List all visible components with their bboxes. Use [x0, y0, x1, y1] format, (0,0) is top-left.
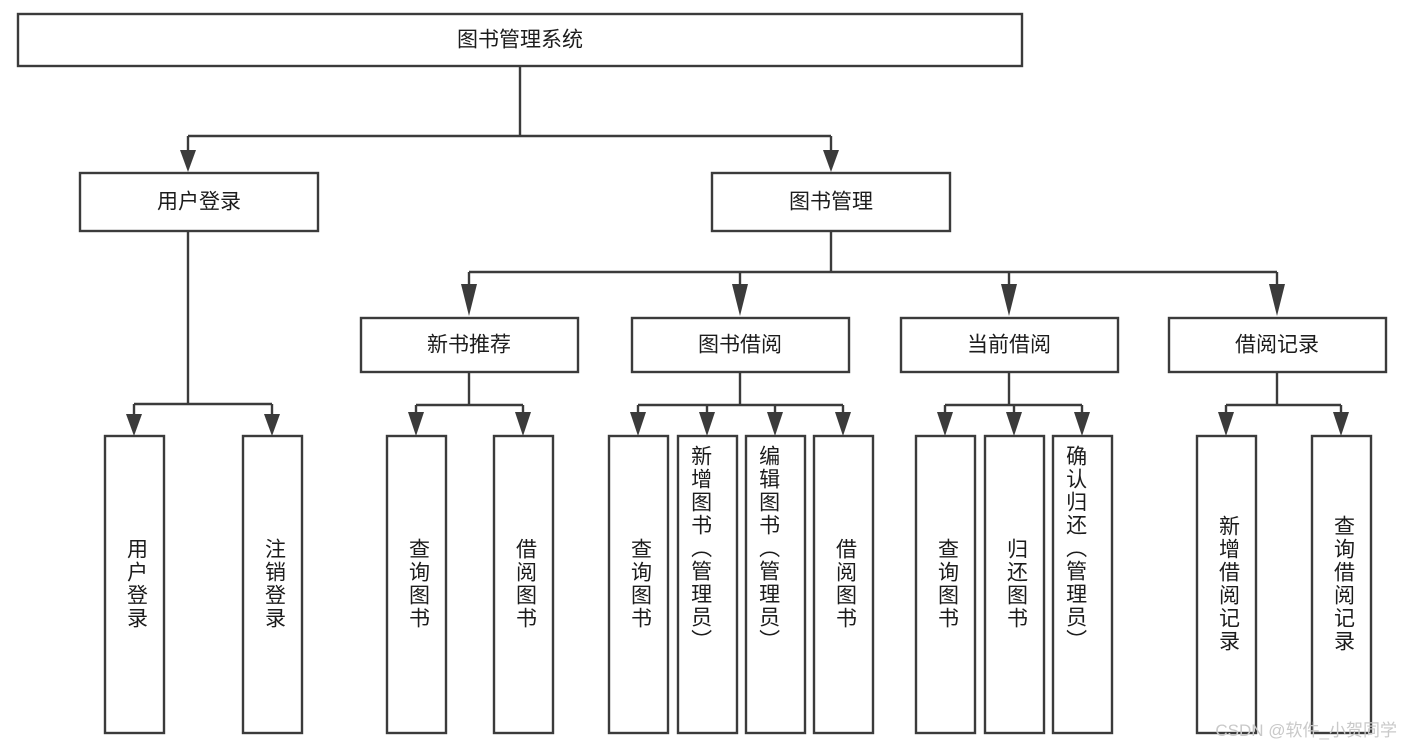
arrow-head-leaf-borrow-edit	[767, 412, 783, 436]
node-new-book-rec[interactable]: 新书推荐	[359, 316, 580, 374]
node-root[interactable]: 图书管理系统	[16, 12, 1024, 68]
node-borrow-record[interactable]: 借阅记录	[1167, 316, 1388, 374]
arrow-head-user-login	[180, 150, 196, 172]
arrow-head-leaf-cur-return	[1006, 412, 1022, 436]
node-leaf-borrow-edit[interactable]: 编辑图书（管理员）	[744, 434, 807, 735]
node-leaf-cur-return-box[interactable]	[983, 434, 1046, 735]
arrow-head-book-borrow	[732, 284, 748, 316]
node-leaf-user-logout-box[interactable]	[241, 434, 304, 735]
arrow-head-borrow-record	[1269, 284, 1285, 316]
arrow-head-leaf-rec-add	[1218, 412, 1234, 436]
node-leaf-rec-add-label: 新增借阅记录	[1216, 515, 1240, 653]
connector-group-user-login	[126, 231, 280, 436]
node-root-label: 图书管理系统	[457, 29, 583, 52]
node-leaf-rec-add-box[interactable]	[1195, 434, 1258, 735]
node-leaf-rec-add[interactable]: 新增借阅记录	[1195, 434, 1258, 735]
node-book-manage-box[interactable]	[710, 171, 952, 233]
node-leaf-rec-search-box[interactable]	[1310, 434, 1373, 735]
arrow-head-leaf-user-login	[126, 414, 142, 436]
node-leaf-user-logout-label: 注销登录	[262, 538, 286, 630]
node-leaf-user-login[interactable]: 用户登录	[103, 434, 166, 735]
arrow-head-leaf-borrow-add	[699, 412, 715, 436]
arrow-head-leaf-rec-search	[1333, 412, 1349, 436]
node-book-manage[interactable]: 图书管理	[710, 171, 952, 233]
node-leaf-borrow-query-label: 查询图书	[628, 538, 652, 630]
node-book-borrow-label: 图书借阅	[698, 334, 782, 357]
node-leaf-rec-query-label: 查询图书	[406, 538, 430, 630]
node-leaf-borrow-edit-box[interactable]	[744, 434, 807, 735]
node-leaf-cur-confirm-label: 确认归还（管理员）	[1064, 445, 1088, 652]
node-leaf-cur-query[interactable]: 查询图书	[914, 434, 977, 735]
node-new-book-rec-box[interactable]	[359, 316, 580, 374]
node-book-borrow[interactable]: 图书借阅	[630, 316, 851, 374]
node-leaf-rec-borrow-label: 借阅图书	[513, 538, 537, 630]
node-leaf-cur-confirm[interactable]: 确认归还（管理员）	[1051, 434, 1114, 735]
node-leaf-rec-borrow[interactable]: 借阅图书	[492, 434, 555, 735]
arrow-head-book-manage	[823, 150, 839, 172]
connector-group-book-manage	[461, 231, 1285, 316]
node-leaf-cur-return[interactable]: 归还图书	[983, 434, 1046, 735]
node-current-borrow[interactable]: 当前借阅	[899, 316, 1120, 374]
node-leaf-borrow-query-box[interactable]	[607, 434, 670, 735]
arrow-head-leaf-borrow-query	[630, 412, 646, 436]
node-leaf-borrow-add-box[interactable]	[676, 434, 739, 735]
connector-group-book-borrow	[630, 372, 851, 436]
node-borrow-record-label: 借阅记录	[1235, 334, 1319, 357]
arrow-head-leaf-user-logout	[264, 414, 280, 436]
node-leaf-user-logout[interactable]: 注销登录	[241, 434, 304, 735]
node-leaf-borrow-lend[interactable]: 借阅图书	[812, 434, 875, 735]
node-leaf-rec-query-box[interactable]	[385, 434, 448, 735]
connector-group-new-book-rec	[408, 372, 531, 436]
connector-group-borrow-record	[1218, 372, 1349, 436]
node-leaf-cur-query-label: 查询图书	[935, 538, 959, 630]
node-book-manage-label: 图书管理	[789, 191, 873, 214]
arrow-head-new-book-rec	[461, 284, 477, 316]
node-user-login-label: 用户登录	[157, 191, 241, 214]
node-leaf-borrow-lend-label: 借阅图书	[833, 538, 857, 630]
node-current-borrow-box[interactable]	[899, 316, 1120, 374]
arrow-head-leaf-rec-borrow	[515, 412, 531, 436]
node-leaf-rec-search[interactable]: 查询借阅记录	[1310, 434, 1373, 735]
node-leaf-cur-confirm-box[interactable]	[1051, 434, 1114, 735]
node-leaf-rec-borrow-box[interactable]	[492, 434, 555, 735]
node-borrow-record-box[interactable]	[1167, 316, 1388, 374]
node-leaf-user-login-box[interactable]	[103, 434, 166, 735]
node-leaf-cur-query-box[interactable]	[914, 434, 977, 735]
node-leaf-borrow-add-label: 新增图书（管理员）	[689, 445, 713, 652]
arrow-head-leaf-cur-confirm	[1074, 412, 1090, 436]
arrow-head-leaf-cur-query	[937, 412, 953, 436]
node-user-login-box[interactable]	[78, 171, 320, 233]
node-book-borrow-box[interactable]	[630, 316, 851, 374]
node-leaf-borrow-lend-box[interactable]	[812, 434, 875, 735]
node-new-book-rec-label: 新书推荐	[427, 334, 511, 357]
arrow-head-leaf-borrow-lend	[835, 412, 851, 436]
node-leaf-rec-search-label: 查询借阅记录	[1331, 515, 1355, 653]
node-leaf-cur-return-label: 归还图书	[1004, 538, 1028, 630]
connector-group-current-borrow	[937, 372, 1090, 436]
node-leaf-borrow-edit-label: 编辑图书（管理员）	[757, 445, 781, 652]
node-leaf-rec-query[interactable]: 查询图书	[385, 434, 448, 735]
arrow-head-current-borrow	[1001, 284, 1017, 316]
node-current-borrow-label: 当前借阅	[967, 334, 1051, 357]
node-leaf-borrow-add[interactable]: 新增图书（管理员）	[676, 434, 739, 735]
arrow-head-leaf-rec-query	[408, 412, 424, 436]
node-user-login[interactable]: 用户登录	[78, 171, 320, 233]
node-root-box[interactable]	[16, 12, 1024, 68]
node-leaf-borrow-query[interactable]: 查询图书	[607, 434, 670, 735]
node-leaf-user-login-label: 用户登录	[124, 538, 148, 630]
connector-group-root	[180, 66, 839, 172]
